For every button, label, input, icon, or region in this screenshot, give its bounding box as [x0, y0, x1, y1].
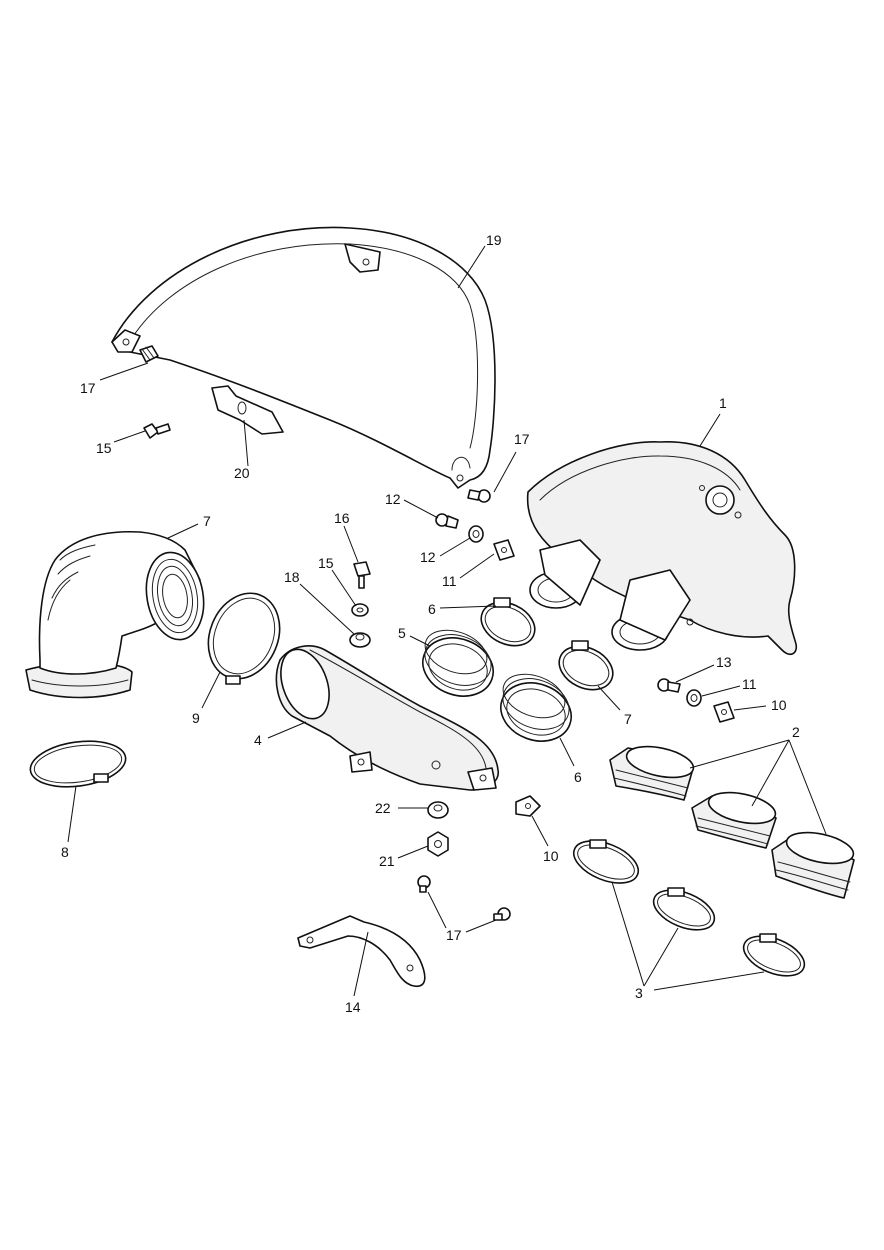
callout-12: 12 — [420, 549, 436, 565]
callout-5: 5 — [398, 625, 406, 641]
callout-19: 19 — [486, 232, 502, 248]
callout-13: 12 — [385, 491, 401, 507]
callout-16: 16 — [334, 510, 350, 526]
callout-17: 17 — [514, 431, 530, 447]
callout-7: 7 — [203, 513, 211, 529]
part-8-oval-band — [29, 740, 127, 788]
part-14-support-bracket — [297, 915, 426, 987]
part-6-clamp-a — [480, 597, 536, 647]
callout-8: 8 — [61, 844, 69, 860]
part-21-nut — [427, 831, 449, 857]
callout-20: 20 — [234, 465, 250, 481]
callout-labels: 19 1 17 15 20 17 12 16 7 12 15 11 18 6 5… — [61, 232, 800, 1015]
callout-5: 6 — [574, 769, 582, 785]
callout-16: 15 — [96, 440, 112, 456]
callout-11: 11 — [442, 573, 457, 589]
part-12-washer-a — [468, 525, 484, 543]
part-2-intake-boot-c — [771, 831, 855, 899]
callout-12: 11 — [742, 676, 757, 692]
callout-11: 10 — [771, 697, 787, 713]
callout-18: 18 — [284, 569, 300, 585]
callout-4: 4 — [254, 732, 262, 748]
part-13-screw-b — [657, 678, 681, 693]
part-5-boot-b — [500, 673, 572, 742]
part-3-clamp-b — [652, 887, 716, 931]
part-3-clamp-a — [572, 839, 640, 884]
part-11-clip-b — [713, 701, 735, 723]
part-16-bolt-b — [353, 561, 371, 589]
part-11-clip-a — [493, 539, 515, 561]
part-7-intake-elbow — [25, 530, 205, 699]
callout-9: 9 — [192, 710, 200, 726]
part-9-clamp — [207, 592, 281, 685]
part-20-bracket — [211, 385, 284, 435]
part-3-clamp-c — [742, 933, 806, 977]
part-6-clamp-b — [558, 640, 614, 691]
callout-10: 10 — [543, 848, 559, 864]
part-16-bolt-a — [143, 423, 171, 439]
part-17-screw-d — [493, 907, 511, 921]
callout-22: 22 — [375, 800, 391, 816]
part-12-washer-b — [686, 689, 702, 707]
part-18-spacer — [349, 632, 371, 648]
callout-15: 15 — [318, 555, 334, 571]
callout-2: 2 — [792, 724, 800, 740]
part-2-intake-boot-a — [609, 745, 695, 801]
part-4-tube — [275, 645, 499, 791]
part-22-grommet — [427, 801, 449, 819]
part-2-intake-boot-b — [691, 791, 777, 849]
callout-17: 17 — [80, 380, 96, 396]
part-17-screw-b — [467, 489, 491, 503]
part-19-airbox-cover — [111, 226, 496, 489]
callout-21: 21 — [379, 853, 395, 869]
part-17-screw-a — [139, 345, 159, 363]
part-13-screw-a — [435, 513, 459, 529]
callout-3: 3 — [635, 985, 643, 1001]
callout-17: 17 — [446, 927, 462, 943]
callout-6: 7 — [624, 711, 632, 727]
callout-14: 14 — [345, 999, 361, 1015]
callout-13: 13 — [716, 654, 732, 670]
part-15-grommet — [351, 603, 369, 617]
leader-lines — [67, 245, 827, 997]
part-17-screw-c — [417, 875, 431, 893]
callout-1: 1 — [719, 395, 727, 411]
part-5-boot-a — [422, 629, 494, 697]
part-10-clip — [515, 795, 541, 817]
part-1-airbox — [526, 441, 798, 656]
callout-6: 6 — [428, 601, 436, 617]
